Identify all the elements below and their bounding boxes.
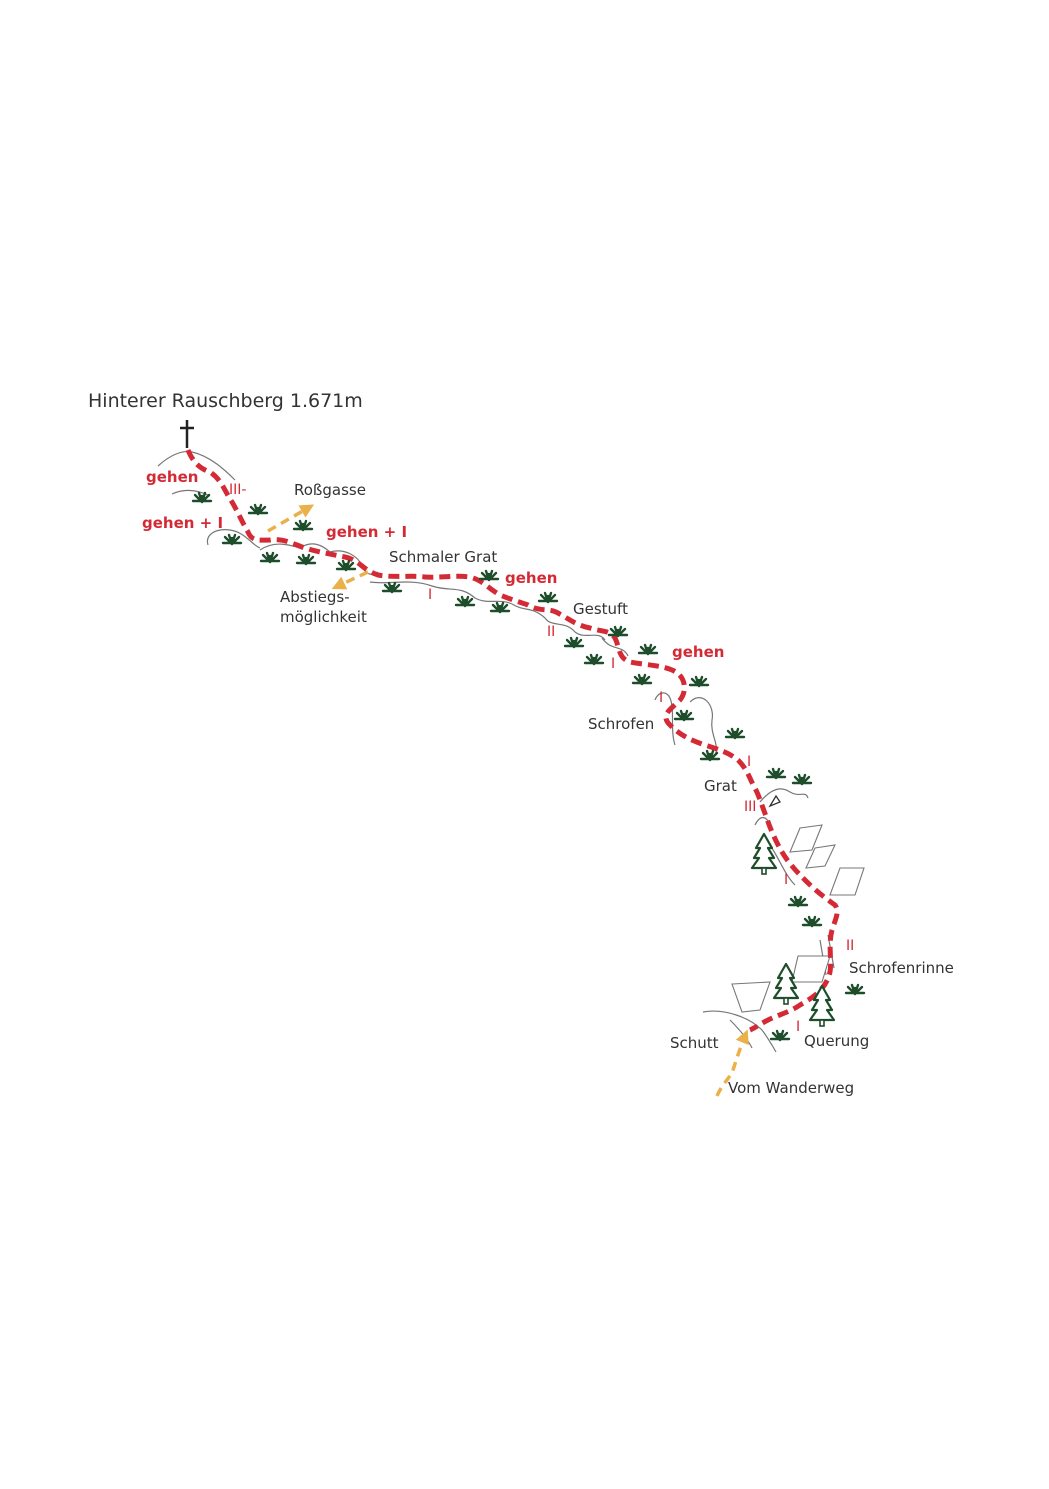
label-gestuft: Gestuft	[573, 600, 628, 618]
approach-arrow	[715, 1029, 749, 1097]
descent-arrow	[331, 570, 369, 590]
rossgasse-arrow	[267, 504, 315, 533]
label-schrofen: Schrofen	[588, 715, 654, 733]
note-gehen-plus-left: gehen + I	[142, 514, 223, 532]
note-gehen-plus-mid: gehen + I	[326, 523, 407, 541]
grade-9: II	[846, 938, 854, 954]
summit-title: Hinterer Rauschberg 1.671m	[88, 390, 363, 412]
summit-cross-icon	[180, 420, 194, 448]
grade-3: II	[547, 624, 555, 640]
note-gehen-mid: gehen	[505, 569, 557, 587]
label-vom-wanderweg: Vom Wanderweg	[728, 1079, 854, 1097]
label-rossgasse: Roßgasse	[294, 481, 366, 499]
piton-icon	[768, 794, 781, 808]
label-schrofenrinne: Schrofenrinne	[849, 959, 954, 977]
label-abstieg-line2: möglichkeit	[280, 608, 367, 626]
grade-5: I	[659, 690, 663, 706]
grade-8: I	[784, 872, 788, 888]
rock-slab-icon	[731, 824, 865, 1013]
terrain-lines	[157, 450, 835, 1053]
grade-2: I	[428, 587, 432, 603]
note-gehen-top: gehen	[146, 468, 198, 486]
label-grat: Grat	[704, 777, 737, 795]
label-schutt: Schutt	[670, 1034, 719, 1052]
grade-6: I	[747, 754, 751, 770]
note-gehen-right: gehen	[672, 643, 724, 661]
grade-10: I	[796, 1019, 800, 1035]
label-schmaler-grat: Schmaler Grat	[389, 548, 497, 566]
label-abstieg-line1: Abstiegs-	[280, 588, 350, 606]
grade-7: III	[744, 799, 756, 815]
grade-1: III-	[229, 482, 246, 498]
label-querung: Querung	[804, 1032, 869, 1050]
grade-4: I	[611, 656, 615, 672]
climbing-route	[185, 449, 840, 1033]
